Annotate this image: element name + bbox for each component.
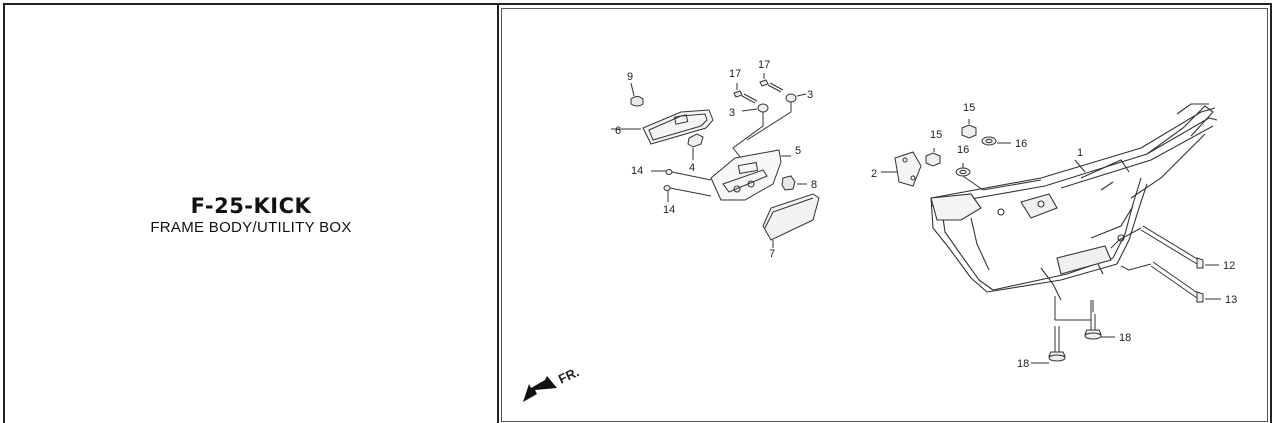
collar-3-right xyxy=(785,93,807,103)
collar-3-left xyxy=(741,103,769,113)
nut-15-left xyxy=(925,148,941,167)
callout-1: 1 xyxy=(1077,147,1083,159)
long-bolt-13 xyxy=(1150,261,1221,303)
callout-6: 6 xyxy=(615,125,621,137)
main-frame-part xyxy=(930,103,1218,301)
washer-16-left xyxy=(955,163,971,177)
clip-part xyxy=(687,133,704,160)
utility-box-part xyxy=(710,149,791,201)
callout-18-right: 18 xyxy=(1119,332,1131,344)
title-block: F-25-KICK FRAME BODY/UTILITY BOX xyxy=(5,193,497,237)
callout-8: 8 xyxy=(811,179,817,191)
callout-4: 4 xyxy=(689,162,695,174)
bolt-18-left xyxy=(1031,296,1092,364)
callout-16-left: 16 xyxy=(957,144,969,156)
bolt-17-left xyxy=(733,83,758,104)
callout-16-right: 16 xyxy=(1015,138,1027,150)
column-divider xyxy=(497,3,499,423)
callout-15-right: 15 xyxy=(963,102,975,114)
front-direction-arrow: FR. xyxy=(523,364,581,402)
nut-15-right xyxy=(961,119,977,139)
bolt-17-right xyxy=(759,73,784,93)
mount-plate-part xyxy=(881,151,922,187)
callout-17-right: 17 xyxy=(758,59,770,71)
long-bolt-12 xyxy=(1140,225,1219,269)
callout-3-left: 3 xyxy=(729,107,735,119)
callout-13: 13 xyxy=(1225,294,1237,306)
callout-5: 5 xyxy=(795,145,801,157)
box-cover-part xyxy=(611,109,714,145)
grommet-part xyxy=(630,82,644,107)
callout-labels: 9 6 4 17 17 3 3 5 8 14 14 7 2 15 15 16 1… xyxy=(615,59,1237,370)
diagram-panel xyxy=(501,8,1268,422)
part-group-code: F-25-KICK xyxy=(190,194,312,218)
callout-14-upper: 14 xyxy=(631,165,643,177)
exploded-parts-diagram: FR. 9 6 4 17 17 3 3 5 8 14 14 7 2 15 15 … xyxy=(523,59,1237,402)
front-direction-label: FR. xyxy=(556,364,581,386)
callout-18-left: 18 xyxy=(1017,358,1029,370)
bolt-18-right xyxy=(1084,300,1115,340)
screw-14-lower xyxy=(663,185,712,202)
callout-15-left: 15 xyxy=(930,129,942,141)
callout-9: 9 xyxy=(627,71,633,83)
callout-7: 7 xyxy=(769,248,775,260)
cushion-pad-part xyxy=(762,193,820,248)
washer-16-right xyxy=(981,136,1011,146)
screw-14-upper xyxy=(651,169,712,181)
part-group-title: FRAME BODY/UTILITY BOX xyxy=(150,219,352,236)
callout-14-lower: 14 xyxy=(663,204,675,216)
callout-3-right: 3 xyxy=(807,89,813,101)
page-frame xyxy=(3,3,1272,423)
callout-12: 12 xyxy=(1223,260,1235,272)
rubber-stopper-part xyxy=(781,175,807,191)
callout-2: 2 xyxy=(871,168,877,180)
callout-17-left: 17 xyxy=(729,68,741,80)
